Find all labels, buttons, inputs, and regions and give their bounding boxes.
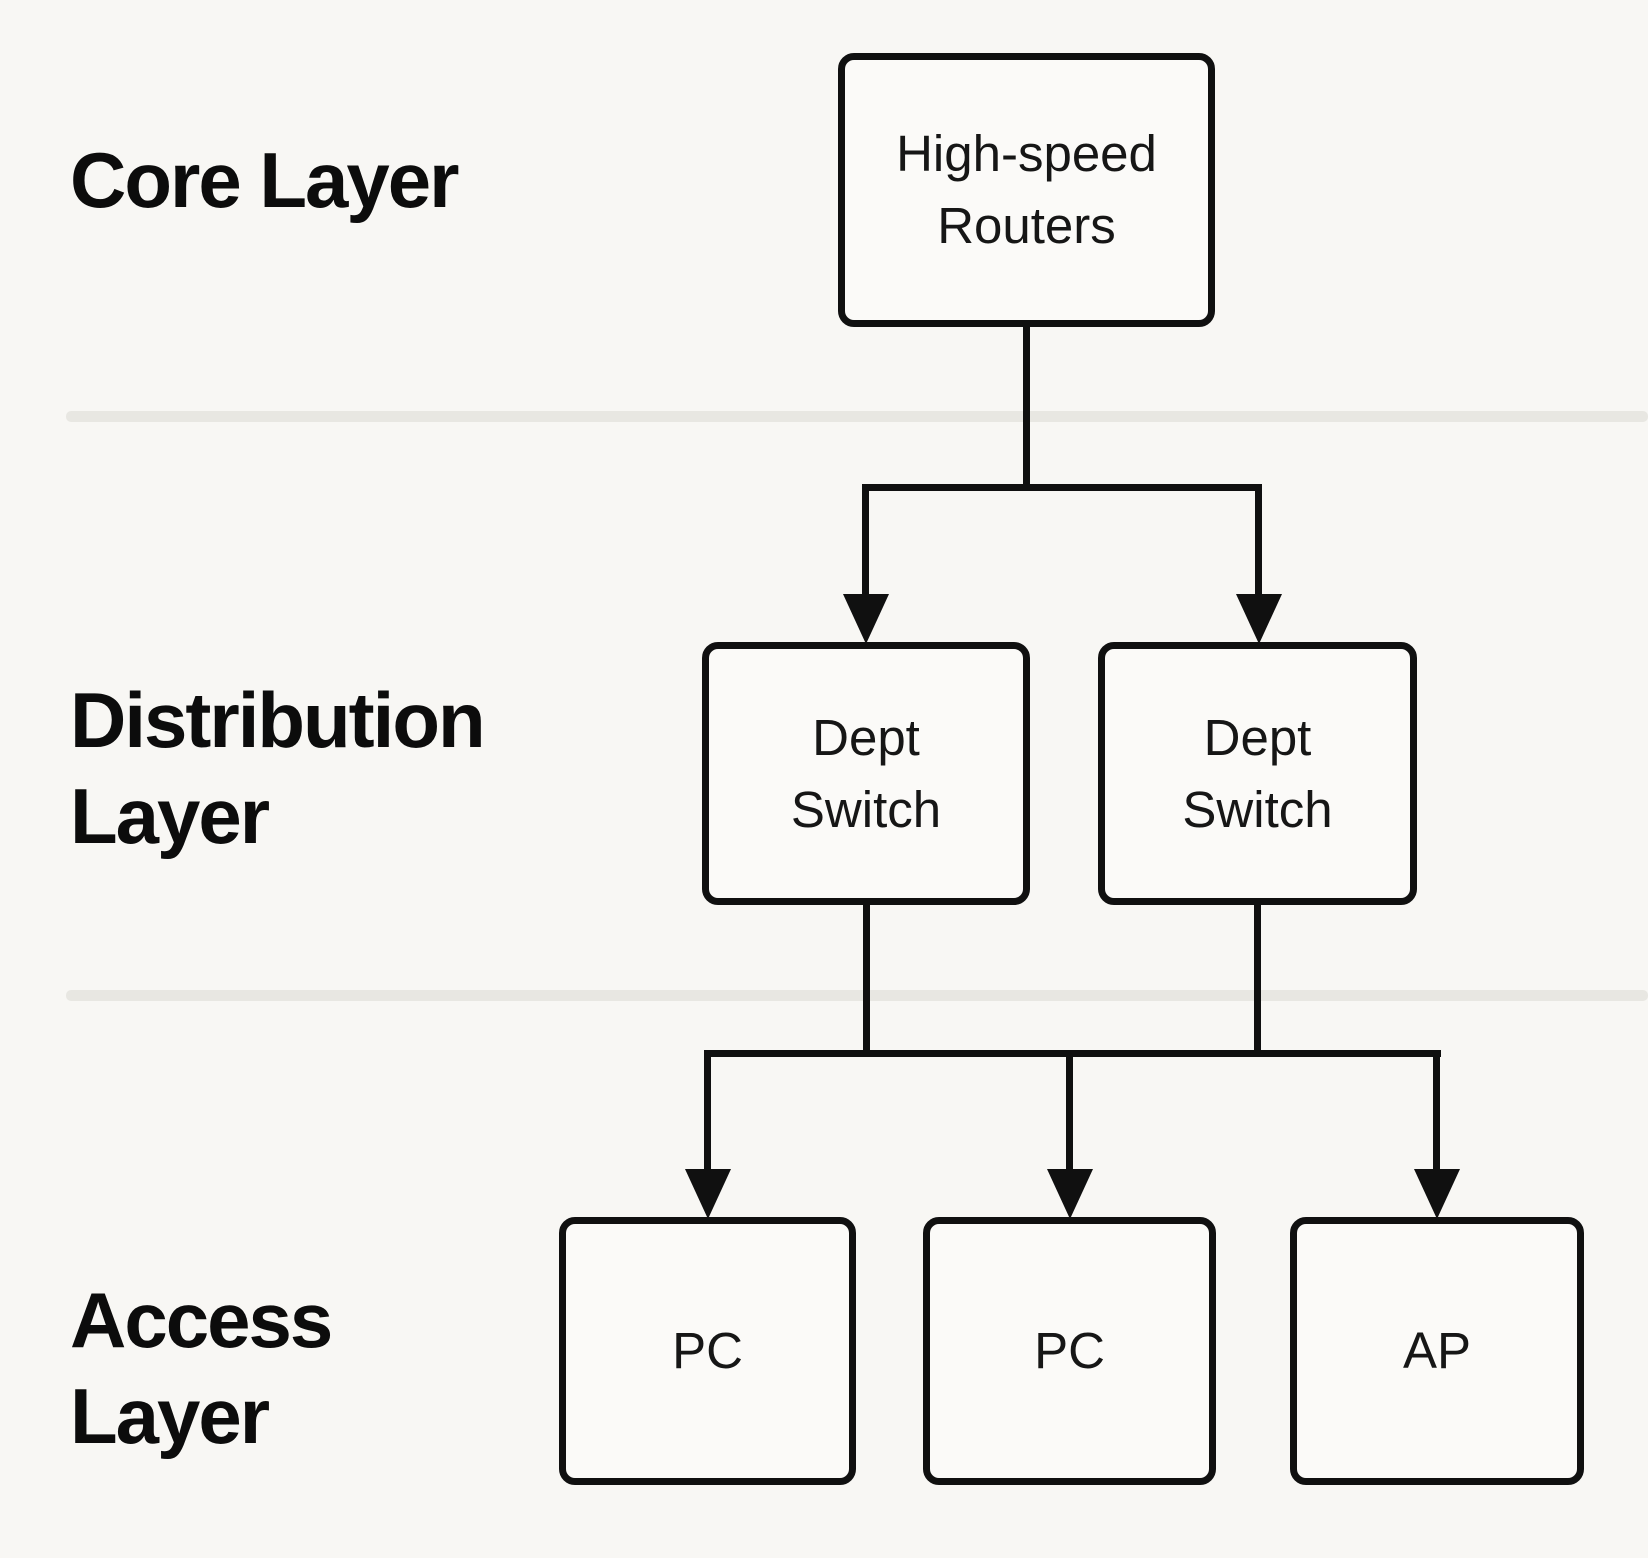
edge-branch-to-dist-left [862,484,869,600]
arrowhead-icon-pc-left [685,1169,731,1219]
distribution-access-divider-line [66,990,1648,1001]
edge-branch-to-ap [1433,1050,1440,1170]
node-ap-label: AP [1402,1322,1472,1379]
access-layer-label-line2: Layer [70,1372,270,1460]
core-distribution-divider-line [66,411,1648,422]
node-pc-left-label: PC [672,1322,743,1379]
node-dept-switch-right: Dept Switch [1098,642,1417,905]
arrowhead-icon-dist-right [1236,594,1282,644]
node-high-speed-routers-label-line1: High-speed [896,125,1157,182]
node-pc-middle: PC [923,1217,1216,1485]
node-dept-switch-left: Dept Switch [702,642,1030,905]
core-layer-label-line1: Core Layer [70,136,460,224]
arrowhead-icon-ap [1414,1169,1460,1219]
access-layer-label: Access Layer [70,1272,333,1464]
node-high-speed-routers-label-line2: Routers [937,197,1116,254]
edge-branch-to-pc-left [704,1050,711,1170]
arrowhead-icon-dist-left [843,594,889,644]
node-dept-switch-left-label-line2: Switch [790,780,942,838]
access-layer-label-line1: Access [70,1276,333,1364]
edge-core-to-bar [1023,327,1030,487]
node-dept-switch-right-label-line2: Switch [1182,780,1333,838]
distribution-layer-label-line1: Distribution [70,676,486,764]
distribution-layer-label-line2: Layer [70,772,270,860]
edge-branch-to-dist-right [1255,484,1262,600]
edge-branch-to-pc-middle [1066,1050,1073,1170]
edge-bar-core-distribution [862,484,1262,491]
node-high-speed-routers: High-speed Routers [838,53,1215,327]
node-pc-left: PC [559,1217,856,1485]
arrowhead-icon-pc-middle [1047,1169,1093,1219]
node-dept-switch-right-label-line1: Dept [1203,708,1312,766]
core-layer-label: Core Layer [70,132,460,228]
node-pc-middle-label: PC [1034,1322,1105,1379]
node-dept-switch-left-label-line1: Dept [812,708,920,766]
edge-dist-right-to-bar [1254,905,1261,1055]
distribution-layer-label: Distribution Layer [70,672,486,864]
edge-dist-left-to-bar [863,905,870,1055]
node-ap: AP [1290,1217,1584,1485]
